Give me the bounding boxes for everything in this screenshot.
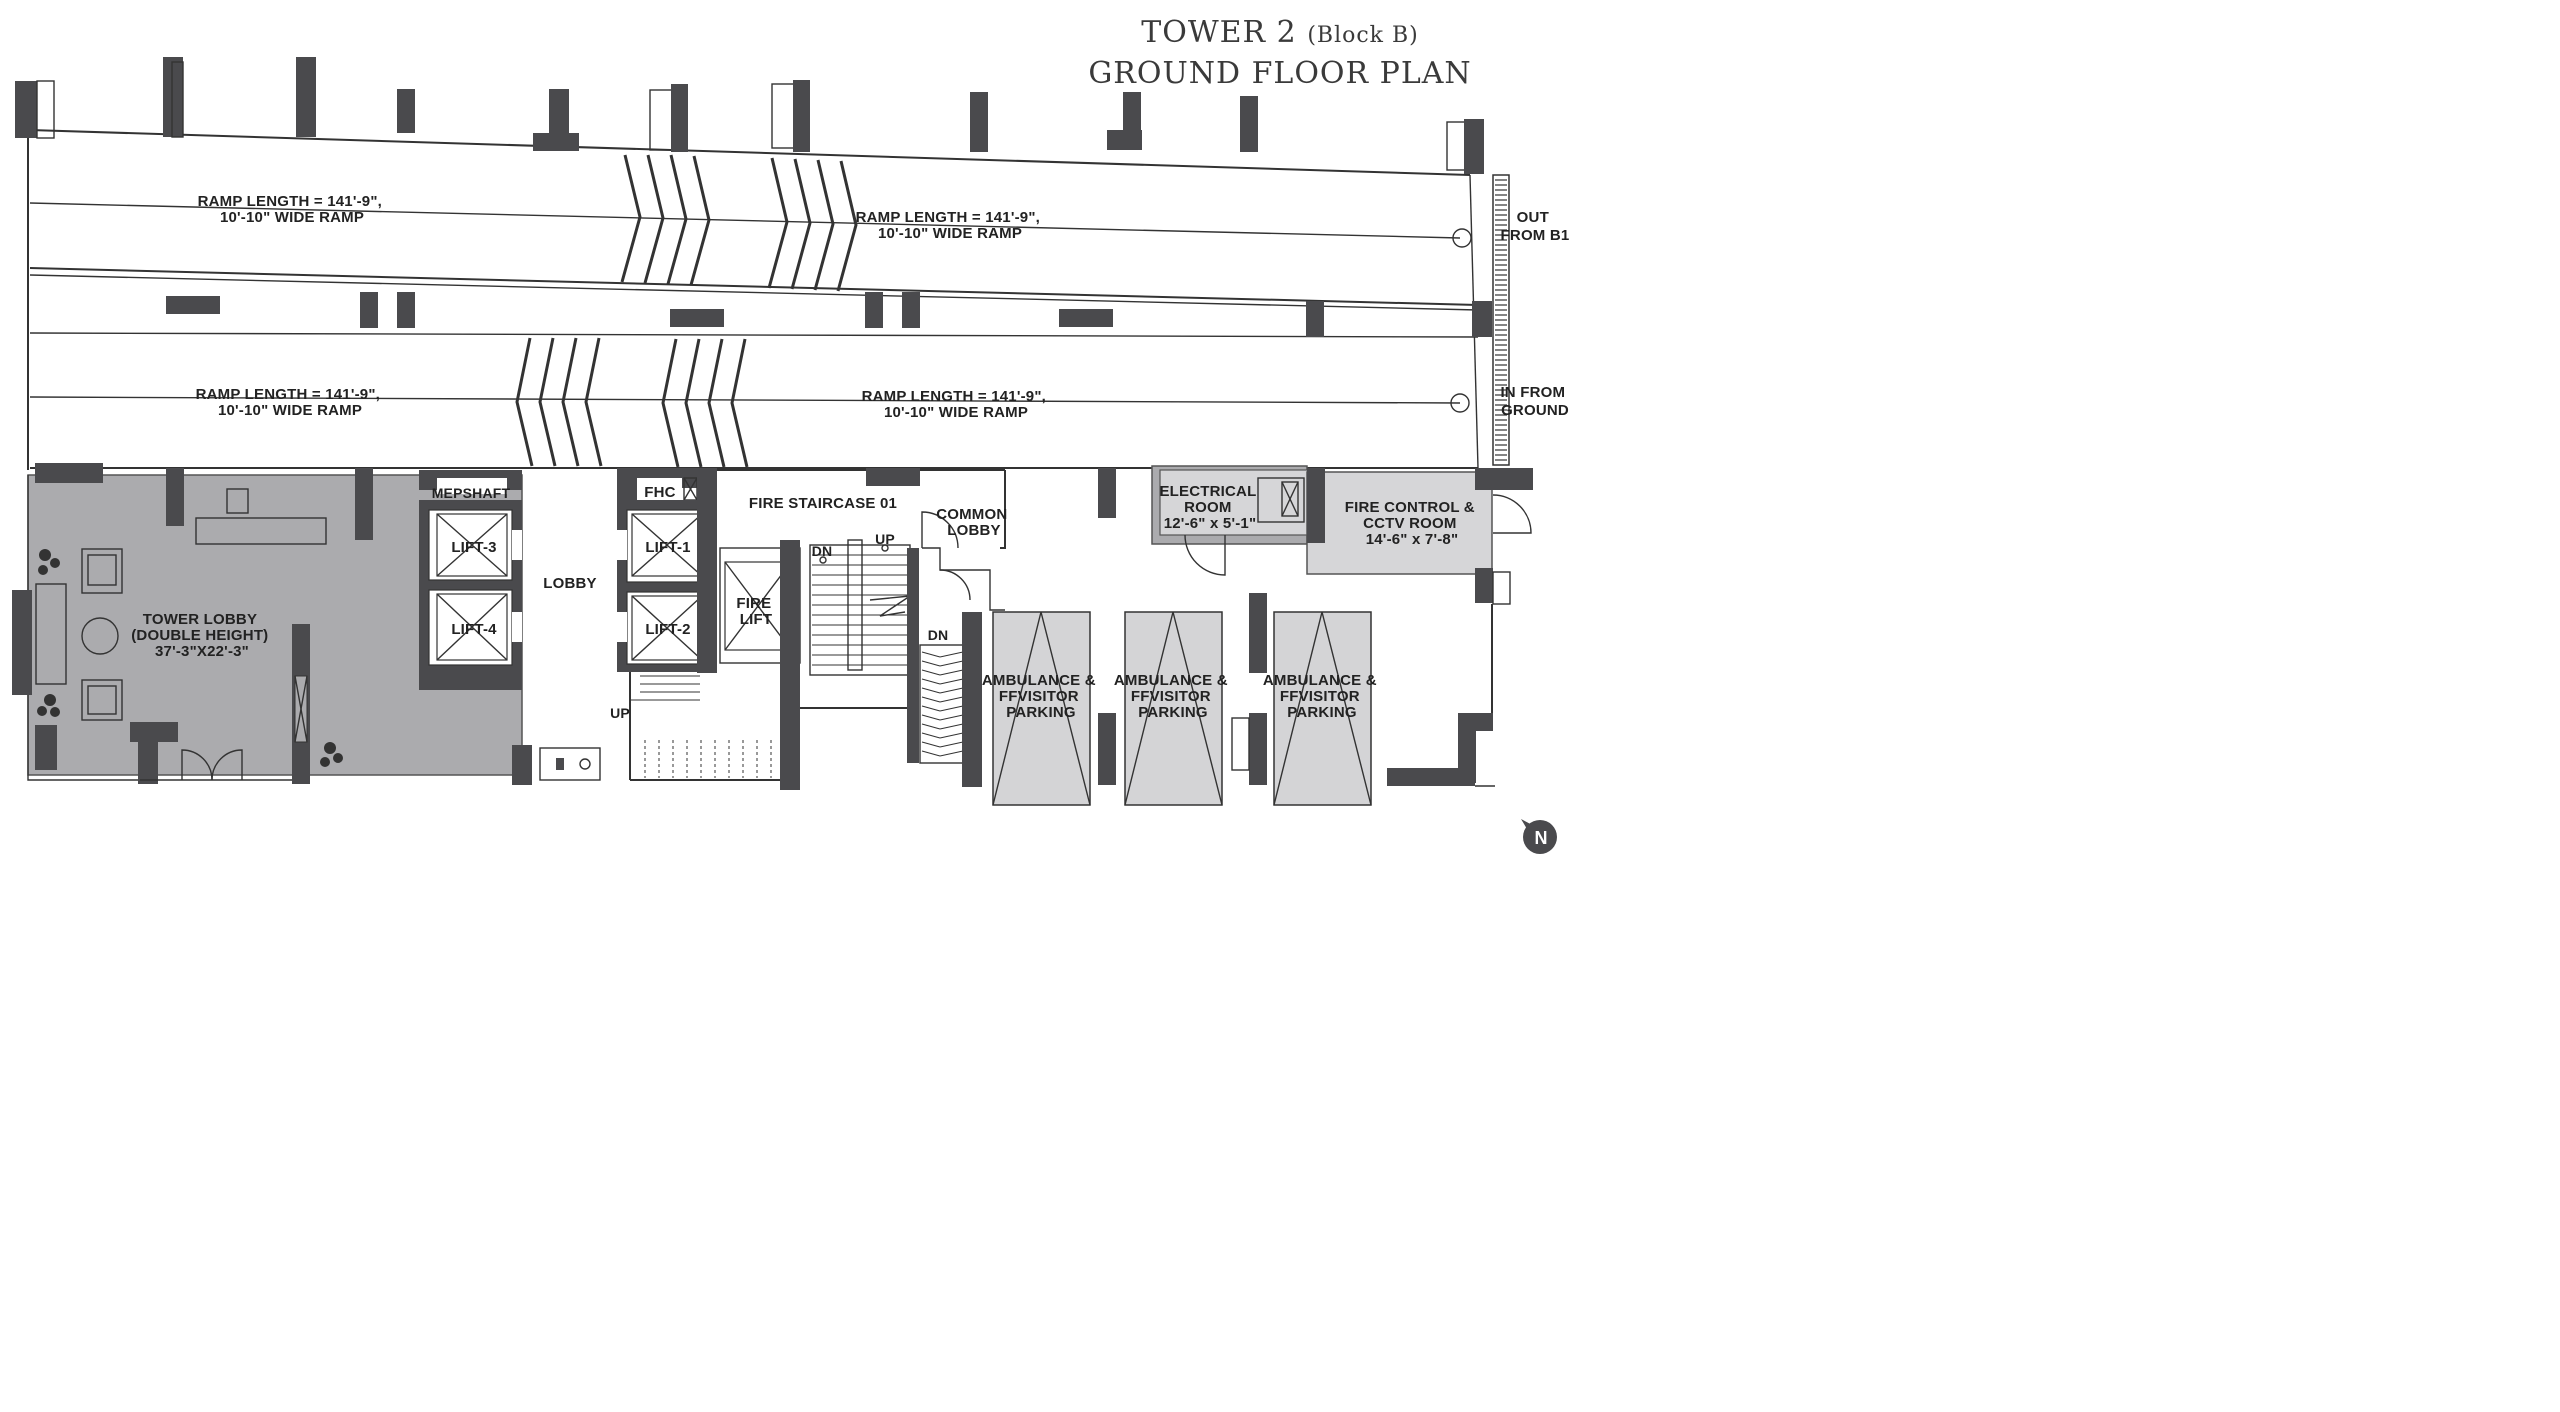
electrical-room: ELECTRICAL ROOM 12'-6" x 5'-1" — [1151, 465, 1309, 576]
mepshaft-label: MEPSHAFT — [432, 485, 511, 501]
ramp-chevrons-top — [620, 154, 858, 292]
stair-up-label-1: UP — [610, 705, 630, 721]
fire-staircase-label: FIRE STAIRCASE 01 — [749, 495, 897, 512]
parking-label-2: AMBULANCE & FFVISITOR PARKING — [1114, 672, 1232, 721]
stair-dn-label-2: DN — [928, 627, 949, 643]
tower-lobby-label: TOWER LOBBY (DOUBLE HEIGHT) 37'-3"X22'-3… — [131, 611, 273, 660]
fhc-label: FHC — [644, 484, 675, 501]
stair-up-label-2: UP — [875, 531, 895, 547]
fire-staircase-steps — [809, 539, 911, 676]
parking-bay-1: AMBULANCE & FFVISITOR PARKING — [982, 611, 1100, 806]
stair-lower-left: UP — [610, 672, 785, 781]
stair-dn-small — [919, 612, 982, 787]
electrical-room-label: ELECTRICAL ROOM 12'-6" x 5'-1" — [1159, 483, 1260, 532]
plan-title: TOWER 2 (Block B) GROUND FLOOR PLAN — [1000, 14, 1560, 93]
ramp-grating — [1492, 174, 1510, 466]
direction-in-label: IN FROM GROUND — [1500, 384, 1569, 419]
middle-columns — [166, 292, 1492, 337]
title-block: (Block B) — [1307, 23, 1419, 48]
ground-floor: TOWER LOBBY (DOUBLE HEIGHT) 37'-3"X22'-3… — [12, 463, 1533, 806]
ramp-chevrons-bottom — [515, 337, 749, 468]
ramp-area: RAMP LENGTH = 141'-9", 10'-10" WIDE RAMP… — [15, 57, 1570, 470]
parking-bay-3: AMBULANCE & FFVISITOR PARKING — [1263, 611, 1381, 806]
title-line-1: TOWER 2 (Block B) — [1000, 14, 1560, 55]
north-arrow-icon: N — [1521, 819, 1557, 854]
fire-control-label: FIRE CONTROL & CCTV ROOM 14'-6" x 7'-8" — [1345, 499, 1479, 548]
common-lobby-label: COMMON LOBBY — [936, 506, 1012, 539]
top-columns — [15, 57, 1484, 174]
lift-2-label: LIFT-2 — [645, 621, 690, 638]
north-label: N — [1535, 828, 1548, 848]
title-tower: TOWER 2 — [1141, 15, 1297, 50]
lift-3-label: LIFT-3 — [451, 539, 496, 556]
fire-control-room: FIRE CONTROL & CCTV ROOM 14'-6" x 7'-8" — [1306, 468, 1533, 575]
title-line-2: GROUND FLOOR PLAN — [1088, 56, 1472, 91]
ramp-label-bottom-left: RAMP LENGTH = 141'-9", 10'-10" WIDE RAMP — [196, 386, 385, 419]
ramp-label-bottom-right: RAMP LENGTH = 141'-9", 10'-10" WIDE RAMP — [862, 388, 1051, 421]
lobby-label: LOBBY — [543, 575, 597, 592]
ramp-label-top-right: RAMP LENGTH = 141'-9", 10'-10" WIDE RAMP — [856, 209, 1045, 242]
fire-lift-label: FIRE LIFT — [736, 595, 775, 628]
parking-bay-2: AMBULANCE & FFVISITOR PARKING — [1114, 611, 1232, 806]
plant-icon — [37, 549, 343, 767]
stair-dn-label-1: DN — [812, 543, 833, 559]
direction-out-label: OUT FROM B1 — [1501, 209, 1570, 244]
parking-label-3: AMBULANCE & FFVISITOR PARKING — [1263, 672, 1381, 721]
ramp-label-top-left: RAMP LENGTH = 141'-9", 10'-10" WIDE RAMP — [198, 193, 387, 226]
lift-4-label: LIFT-4 — [451, 621, 497, 638]
lift-1-label: LIFT-1 — [645, 539, 690, 556]
parking-label-1: AMBULANCE & FFVISITOR PARKING — [982, 672, 1100, 721]
